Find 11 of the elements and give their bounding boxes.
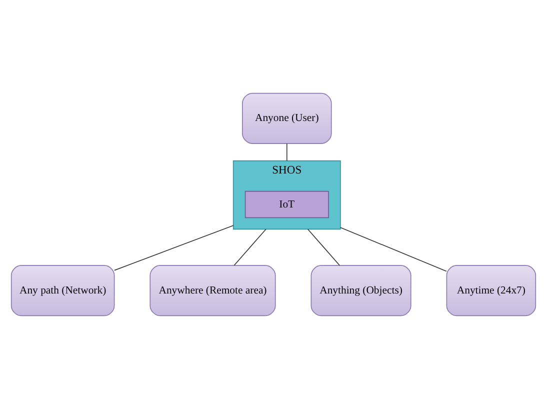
connector [307, 228, 340, 266]
node-box: Anyone (User) [242, 92, 332, 144]
connector [286, 142, 288, 161]
node-box: Anytime (24x7) [446, 264, 536, 316]
connector [340, 226, 447, 272]
node-box: Anywhere (Remote area) [150, 264, 276, 316]
node-box: IoT [244, 190, 329, 218]
node-box: Anything (Objects) [310, 264, 412, 316]
connector [234, 228, 266, 266]
connector [114, 224, 234, 270]
node-box: Any path (Network) [10, 264, 115, 316]
